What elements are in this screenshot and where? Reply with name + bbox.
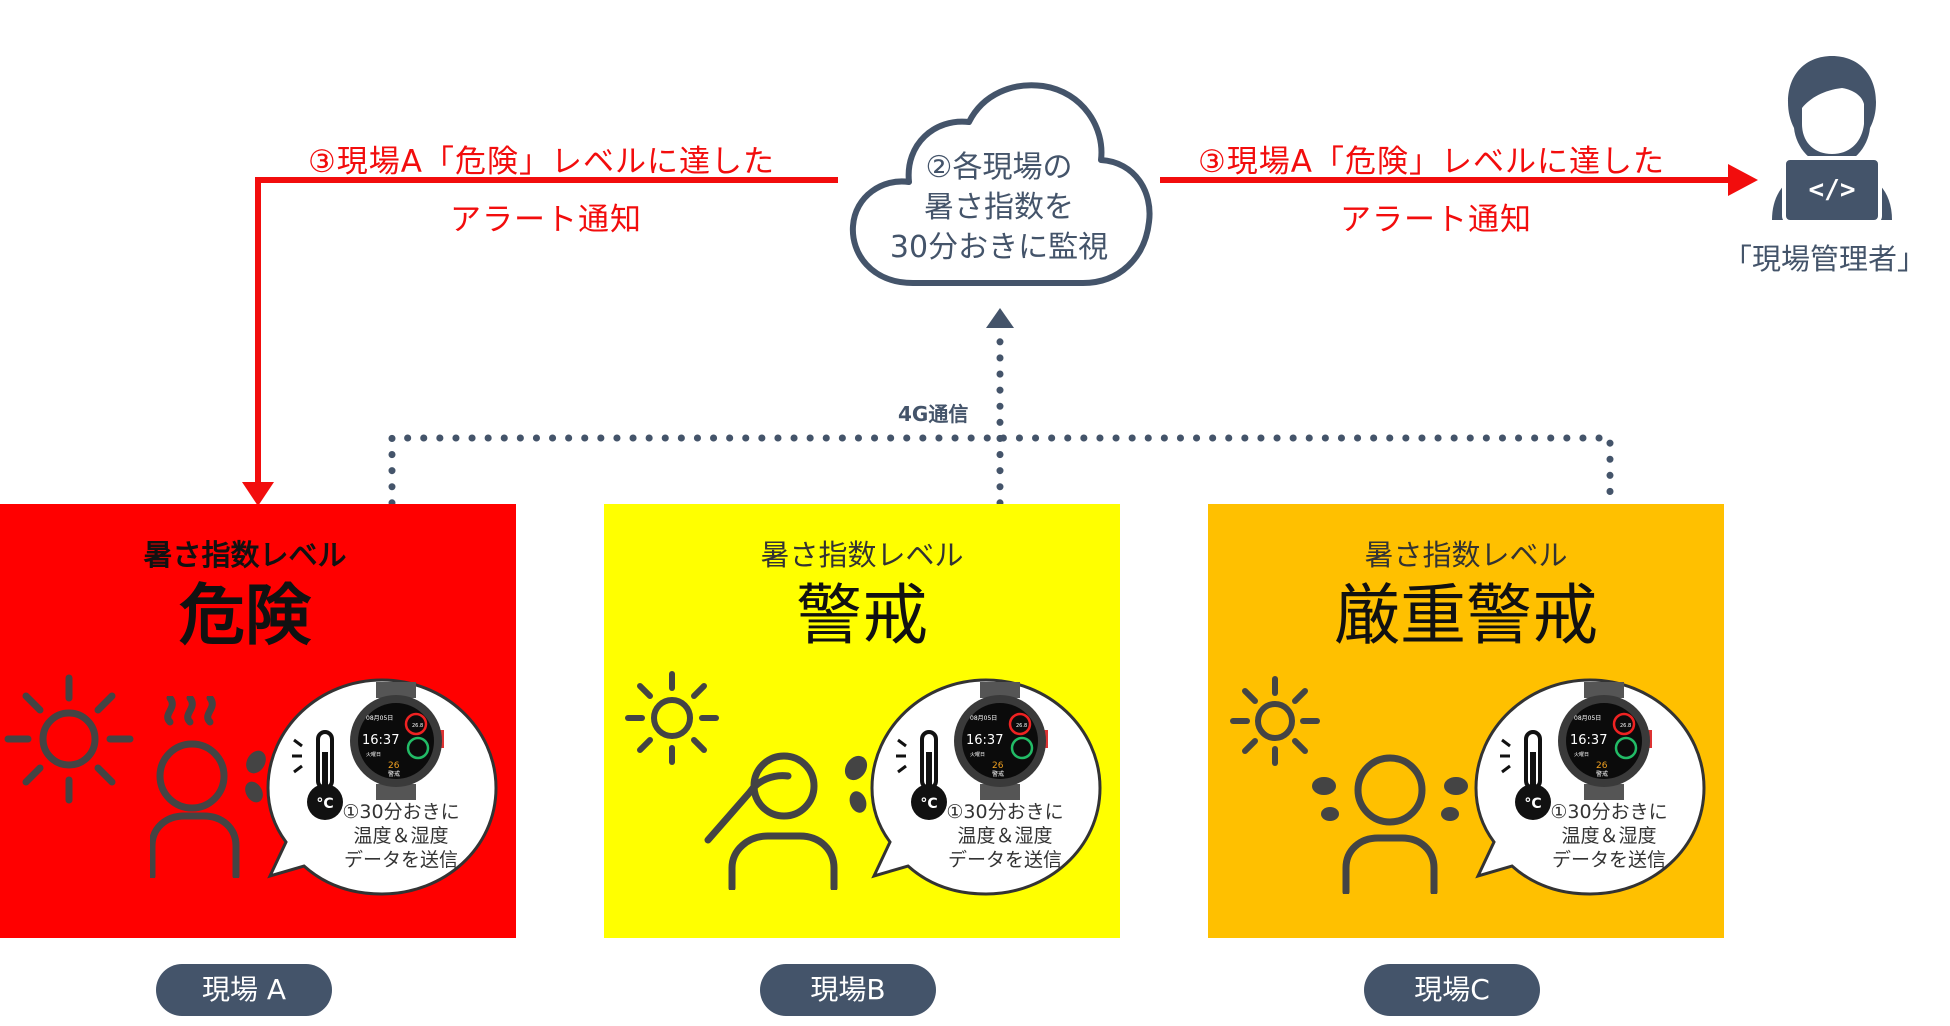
svg-text:°C: °C [920, 796, 937, 812]
cloud-line-1: ②各現場の [925, 150, 1073, 185]
sun-icon [625, 671, 719, 765]
watch-date: 08月05日 [1574, 715, 1601, 722]
cloud-line-2: 暑さ指数を [924, 190, 1074, 225]
cloud-monitor-text: ②各現場の 暑さ指数を 30分おきに監視 [869, 148, 1129, 268]
watch-day: 火曜日 [366, 752, 381, 758]
site-b-name: 現場B [760, 964, 936, 1016]
svg-text:°C: °C [316, 796, 333, 812]
bubble-line-1: ①30分おきに [342, 801, 460, 823]
site-c-smartwatch: 08月05日 16:37 火曜日 26.8 26 警戒 [1558, 682, 1652, 800]
manager-label: 「現場管理者」 [1723, 242, 1927, 276]
site-c-level: 厳重警戒 [1334, 577, 1598, 654]
alert-right-line-1: ③現場A「危険」レベルに達した [1198, 144, 1665, 180]
watch-date: 08月05日 [366, 715, 393, 722]
watch-time: 16:37 [1570, 733, 1607, 748]
cloud-icon [849, 82, 1153, 286]
sun-icon [1230, 676, 1320, 766]
watch-time: 16:37 [966, 733, 1003, 748]
watch-status: 警戒 [1596, 770, 1608, 778]
wiping-sweat-person-icon [704, 752, 868, 890]
site-c-bubble-text: ①30分おきに 温度＆湿度 データを送信 [1524, 800, 1694, 872]
developer-person-icon: </> [1772, 56, 1892, 224]
watch-value: 26 [992, 761, 1004, 771]
site-a-smartwatch: 08月05日 16:37 火曜日 26.8 26 警戒 [350, 682, 444, 800]
sun-icon [4, 674, 134, 804]
watch-reading: 26.8 [1620, 723, 1631, 729]
alert-right-line-2: アラート通知 [1340, 202, 1532, 238]
alert-left-line-1: ③現場A「危険」レベルに達した [308, 144, 775, 180]
alert-arrowhead-manager [1728, 164, 1758, 196]
network-label: 4G通信 [898, 402, 969, 426]
bubble-line-1: ①30分おきに [946, 801, 1064, 823]
alert-line-to-site-a [255, 177, 838, 496]
alert-left-line-2: アラート通知 [450, 202, 642, 238]
watch-value: 26 [1596, 761, 1608, 771]
svg-text:</>: </> [1809, 175, 1856, 205]
site-a-level-caption: 暑さ指数レベル [143, 538, 347, 572]
watch-status: 警戒 [992, 770, 1004, 778]
watch-time: 16:37 [362, 733, 399, 748]
bubble-line-2: 温度＆湿度 [957, 825, 1053, 847]
watch-date: 08月05日 [970, 715, 997, 722]
site-b-smartwatch: 08月05日 16:37 火曜日 26.8 26 警戒 [954, 682, 1048, 800]
watch-value: 26 [388, 761, 400, 771]
watch-status: 警戒 [388, 770, 400, 778]
site-b-level-caption: 暑さ指数レベル [760, 538, 964, 572]
watch-reading: 26.8 [412, 723, 423, 729]
bubble-line-3: データを送信 [1551, 849, 1666, 871]
watch-day: 火曜日 [1574, 752, 1589, 758]
bubble-line-3: データを送信 [947, 849, 1062, 871]
site-c-name: 現場C [1364, 964, 1540, 1016]
sweating-person-icon [1312, 754, 1468, 894]
site-a-name: 現場 A [156, 964, 332, 1016]
watch-reading: 26.8 [1016, 723, 1027, 729]
bubble-line-3: データを送信 [343, 849, 458, 871]
site-c-level-caption: 暑さ指数レベル [1364, 538, 1568, 572]
site-b-level: 警戒 [796, 577, 928, 654]
bubble-line-2: 温度＆湿度 [1561, 825, 1657, 847]
site-a-level: 危険 [179, 577, 311, 654]
cloud-line-3: 30分おきに監視 [889, 230, 1109, 265]
overheated-person-icon [150, 696, 266, 878]
bubble-line-1: ①30分おきに [1550, 801, 1668, 823]
site-b-bubble-text: ①30分おきに 温度＆湿度 データを送信 [920, 800, 1090, 872]
bubble-line-2: 温度＆湿度 [353, 825, 449, 847]
network-arrowhead-cloud [986, 308, 1014, 328]
site-a-bubble-text: ①30分おきに 温度＆湿度 データを送信 [316, 800, 486, 872]
alert-arrowhead-site-a [242, 482, 274, 506]
thermometer-icon: °C [896, 730, 947, 820]
thermometer-icon: °C [1500, 730, 1551, 820]
svg-text:°C: °C [1524, 796, 1541, 812]
watch-day: 火曜日 [970, 752, 985, 758]
thermometer-icon: °C [292, 730, 343, 820]
